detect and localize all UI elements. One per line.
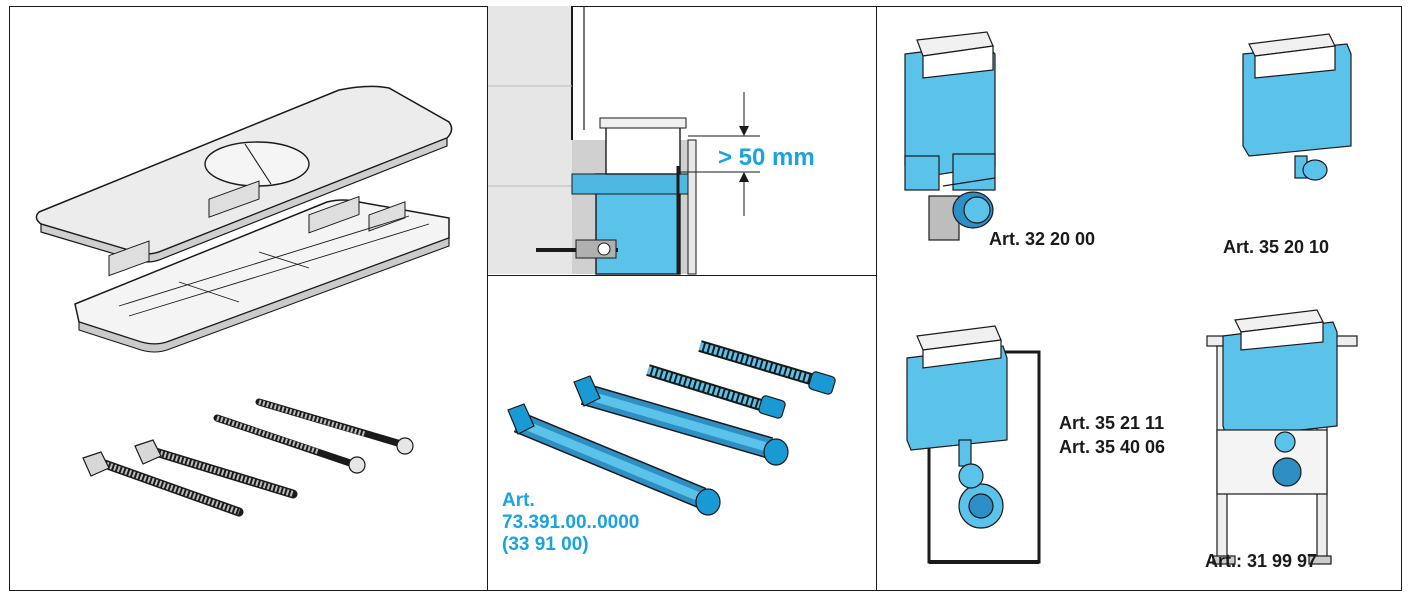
article-label-2: Art. 35 20 10 <box>1223 237 1330 257</box>
cistern-frame-icon <box>1206 309 1358 565</box>
cistern-icon <box>1242 33 1352 181</box>
panel-cisterns: Art. 32 20 00 Art. 35 20 10 Art. 35 21 1… <box>877 6 1402 591</box>
panel-flush-plate <box>9 6 488 591</box>
dimension-label: > 50 mm <box>718 144 815 171</box>
cistern-icon <box>904 31 996 241</box>
article-label-3a: Art. 35 21 11 <box>1059 413 1165 433</box>
flush-plate-icon <box>35 85 453 517</box>
article-label-3b: Art. 35 40 06 <box>1059 437 1166 457</box>
cistern-frame-icon <box>906 325 1041 564</box>
panel-extension-kit: Art. 73.391.00..0000 (33 91 00) <box>488 276 877 591</box>
figure-frame <box>9 6 1402 591</box>
article-label-1: Art. 32 20 00 <box>989 229 1096 249</box>
extension-kit-label-line3: (33 91 00) <box>502 534 589 555</box>
spacer-bolt-icon <box>507 340 836 516</box>
extension-kit-label-line1: Art. <box>502 490 535 511</box>
panel-installation-detail: > 50 mm <box>488 6 877 276</box>
wall-screw-icon <box>82 398 414 517</box>
extension-kit-label-line2: 73.391.00..0000 <box>502 512 640 533</box>
article-label-4: Art.: 31 99 97 <box>1205 551 1318 571</box>
wall-section-icon <box>488 6 760 275</box>
